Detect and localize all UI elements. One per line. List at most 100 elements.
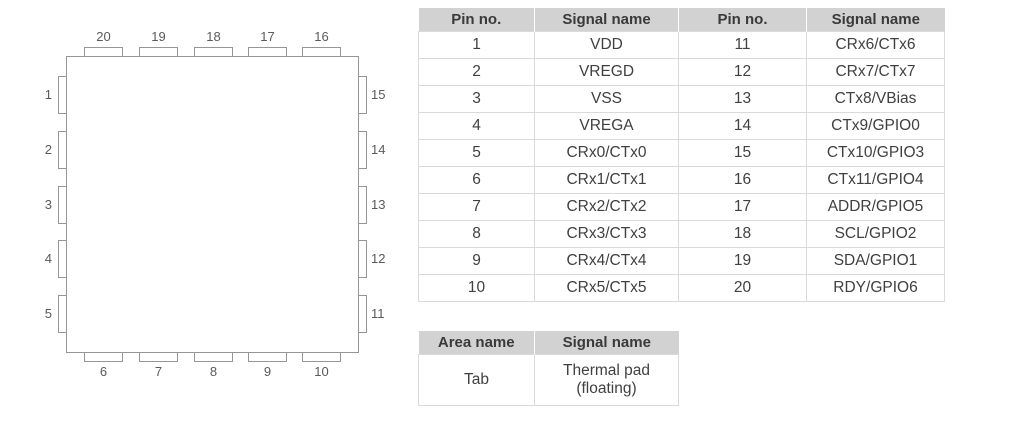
pin-no-cell: 14 — [678, 112, 807, 140]
pin-19 — [139, 47, 178, 57]
signal-name-cell: VREGA — [534, 112, 679, 140]
signal-name-cell: CRx3/CTx3 — [534, 220, 679, 248]
pin-19-label: 19 — [151, 29, 166, 44]
pin-no-cell: 9 — [418, 247, 535, 275]
signal-name-cell: SCL/GPIO2 — [806, 220, 945, 248]
pin-10-label: 10 — [314, 364, 329, 379]
pin-no-cell: 17 — [678, 193, 807, 221]
area-table-header-row: Area name Signal name — [418, 331, 679, 355]
area-name-header: Area name — [418, 331, 535, 355]
pin-16-label: 16 — [314, 29, 329, 44]
signal-name-cell: CRx2/CTx2 — [534, 193, 679, 221]
signal-name-cell: SDA/GPIO1 — [806, 247, 945, 275]
signal-name-cell: CTx10/GPIO3 — [806, 139, 945, 167]
signal-name-header: Signal name — [534, 8, 679, 32]
pin-no-cell: 2 — [418, 58, 535, 86]
signal-name-cell: CRx1/CTx1 — [534, 166, 679, 194]
signal-name-cell: CRx6/CTx6 — [806, 31, 945, 59]
pin-8-label: 8 — [209, 364, 218, 379]
pin-15-label: 15 — [371, 87, 386, 102]
table-row: Tab Thermal pad (floating) — [418, 354, 679, 406]
signal-name-cell: RDY/GPIO6 — [806, 274, 945, 302]
area-table: Area name Signal name Tab Thermal pad (f… — [418, 331, 679, 406]
pin-2-label: 2 — [44, 142, 52, 157]
signal-name-cell: CRx0/CTx0 — [534, 139, 679, 167]
pin-no-cell: 15 — [678, 139, 807, 167]
pin-no-cell: 4 — [418, 112, 535, 140]
pin-13 — [358, 186, 367, 224]
pin-no-cell: 20 — [678, 274, 807, 302]
pin-no-cell: 18 — [678, 220, 807, 248]
pin-2 — [58, 131, 67, 169]
pin-4 — [58, 240, 67, 278]
signal-name-cell: VREGD — [534, 58, 679, 86]
pin-14-label: 14 — [371, 142, 386, 157]
pin-17 — [248, 47, 287, 57]
pin-14 — [358, 131, 367, 169]
pin-9 — [248, 352, 287, 362]
pin-20 — [84, 47, 123, 57]
pin-3 — [58, 186, 67, 224]
pin-8 — [194, 352, 233, 362]
pin-18 — [194, 47, 233, 57]
pin-7 — [139, 352, 178, 362]
pin-no-cell: 10 — [418, 274, 535, 302]
signal-name-cell: CTx8/VBias — [806, 85, 945, 113]
pin-no-cell: 8 — [418, 220, 535, 248]
signal-name-cell: VDD — [534, 31, 679, 59]
pin-no-cell: 19 — [678, 247, 807, 275]
pin-11-label: 11 — [371, 306, 385, 321]
area-table-body: Tab Thermal pad (floating) — [418, 354, 679, 406]
pin-no-cell: 6 — [418, 166, 535, 194]
signal-name-header: Signal name — [806, 8, 945, 32]
pin-3-label: 3 — [44, 197, 52, 212]
pin-12-label: 12 — [371, 251, 386, 266]
signal-name-cell: CRx5/CTx5 — [534, 274, 679, 302]
signal-name-cell: CTx11/GPIO4 — [806, 166, 945, 194]
signal-name-cell: VSS — [534, 85, 679, 113]
pin-6-label: 6 — [99, 364, 108, 379]
pin-no-cell: 12 — [678, 58, 807, 86]
pin-no-cell: 1 — [418, 31, 535, 59]
pin-18-label: 18 — [206, 29, 221, 44]
pin-no-cell: 16 — [678, 166, 807, 194]
pin-5-label: 5 — [44, 306, 52, 321]
signal-name-cell: CRx4/CTx4 — [534, 247, 679, 275]
pin-6 — [84, 352, 123, 362]
pin-7-label: 7 — [154, 364, 163, 379]
pin-5 — [58, 295, 67, 333]
pin-no-cell: 7 — [418, 193, 535, 221]
pin-13-label: 13 — [371, 197, 386, 212]
pin-no-header: Pin no. — [678, 8, 807, 32]
pin-assignment-table: Pin no. Signal name Pin no. Signal name … — [418, 8, 945, 302]
pin-17-label: 17 — [260, 29, 275, 44]
pin-16 — [302, 47, 341, 57]
package-body — [66, 56, 359, 353]
signal-name-header: Signal name — [534, 331, 679, 355]
pin-20-label: 20 — [96, 29, 111, 44]
pin-1 — [58, 76, 67, 114]
pin-no-header: Pin no. — [418, 8, 535, 32]
pin-12 — [358, 240, 367, 278]
pin-9-label: 9 — [263, 364, 272, 379]
pin-10 — [302, 352, 341, 362]
signal-name-cell: ADDR/GPIO5 — [806, 193, 945, 221]
area-name-cell: Tab — [418, 354, 535, 406]
pin-no-cell: 3 — [418, 85, 535, 113]
pin-4-label: 4 — [44, 251, 52, 266]
signal-name-cell: CRx7/CTx7 — [806, 58, 945, 86]
pin-no-cell: 5 — [418, 139, 535, 167]
